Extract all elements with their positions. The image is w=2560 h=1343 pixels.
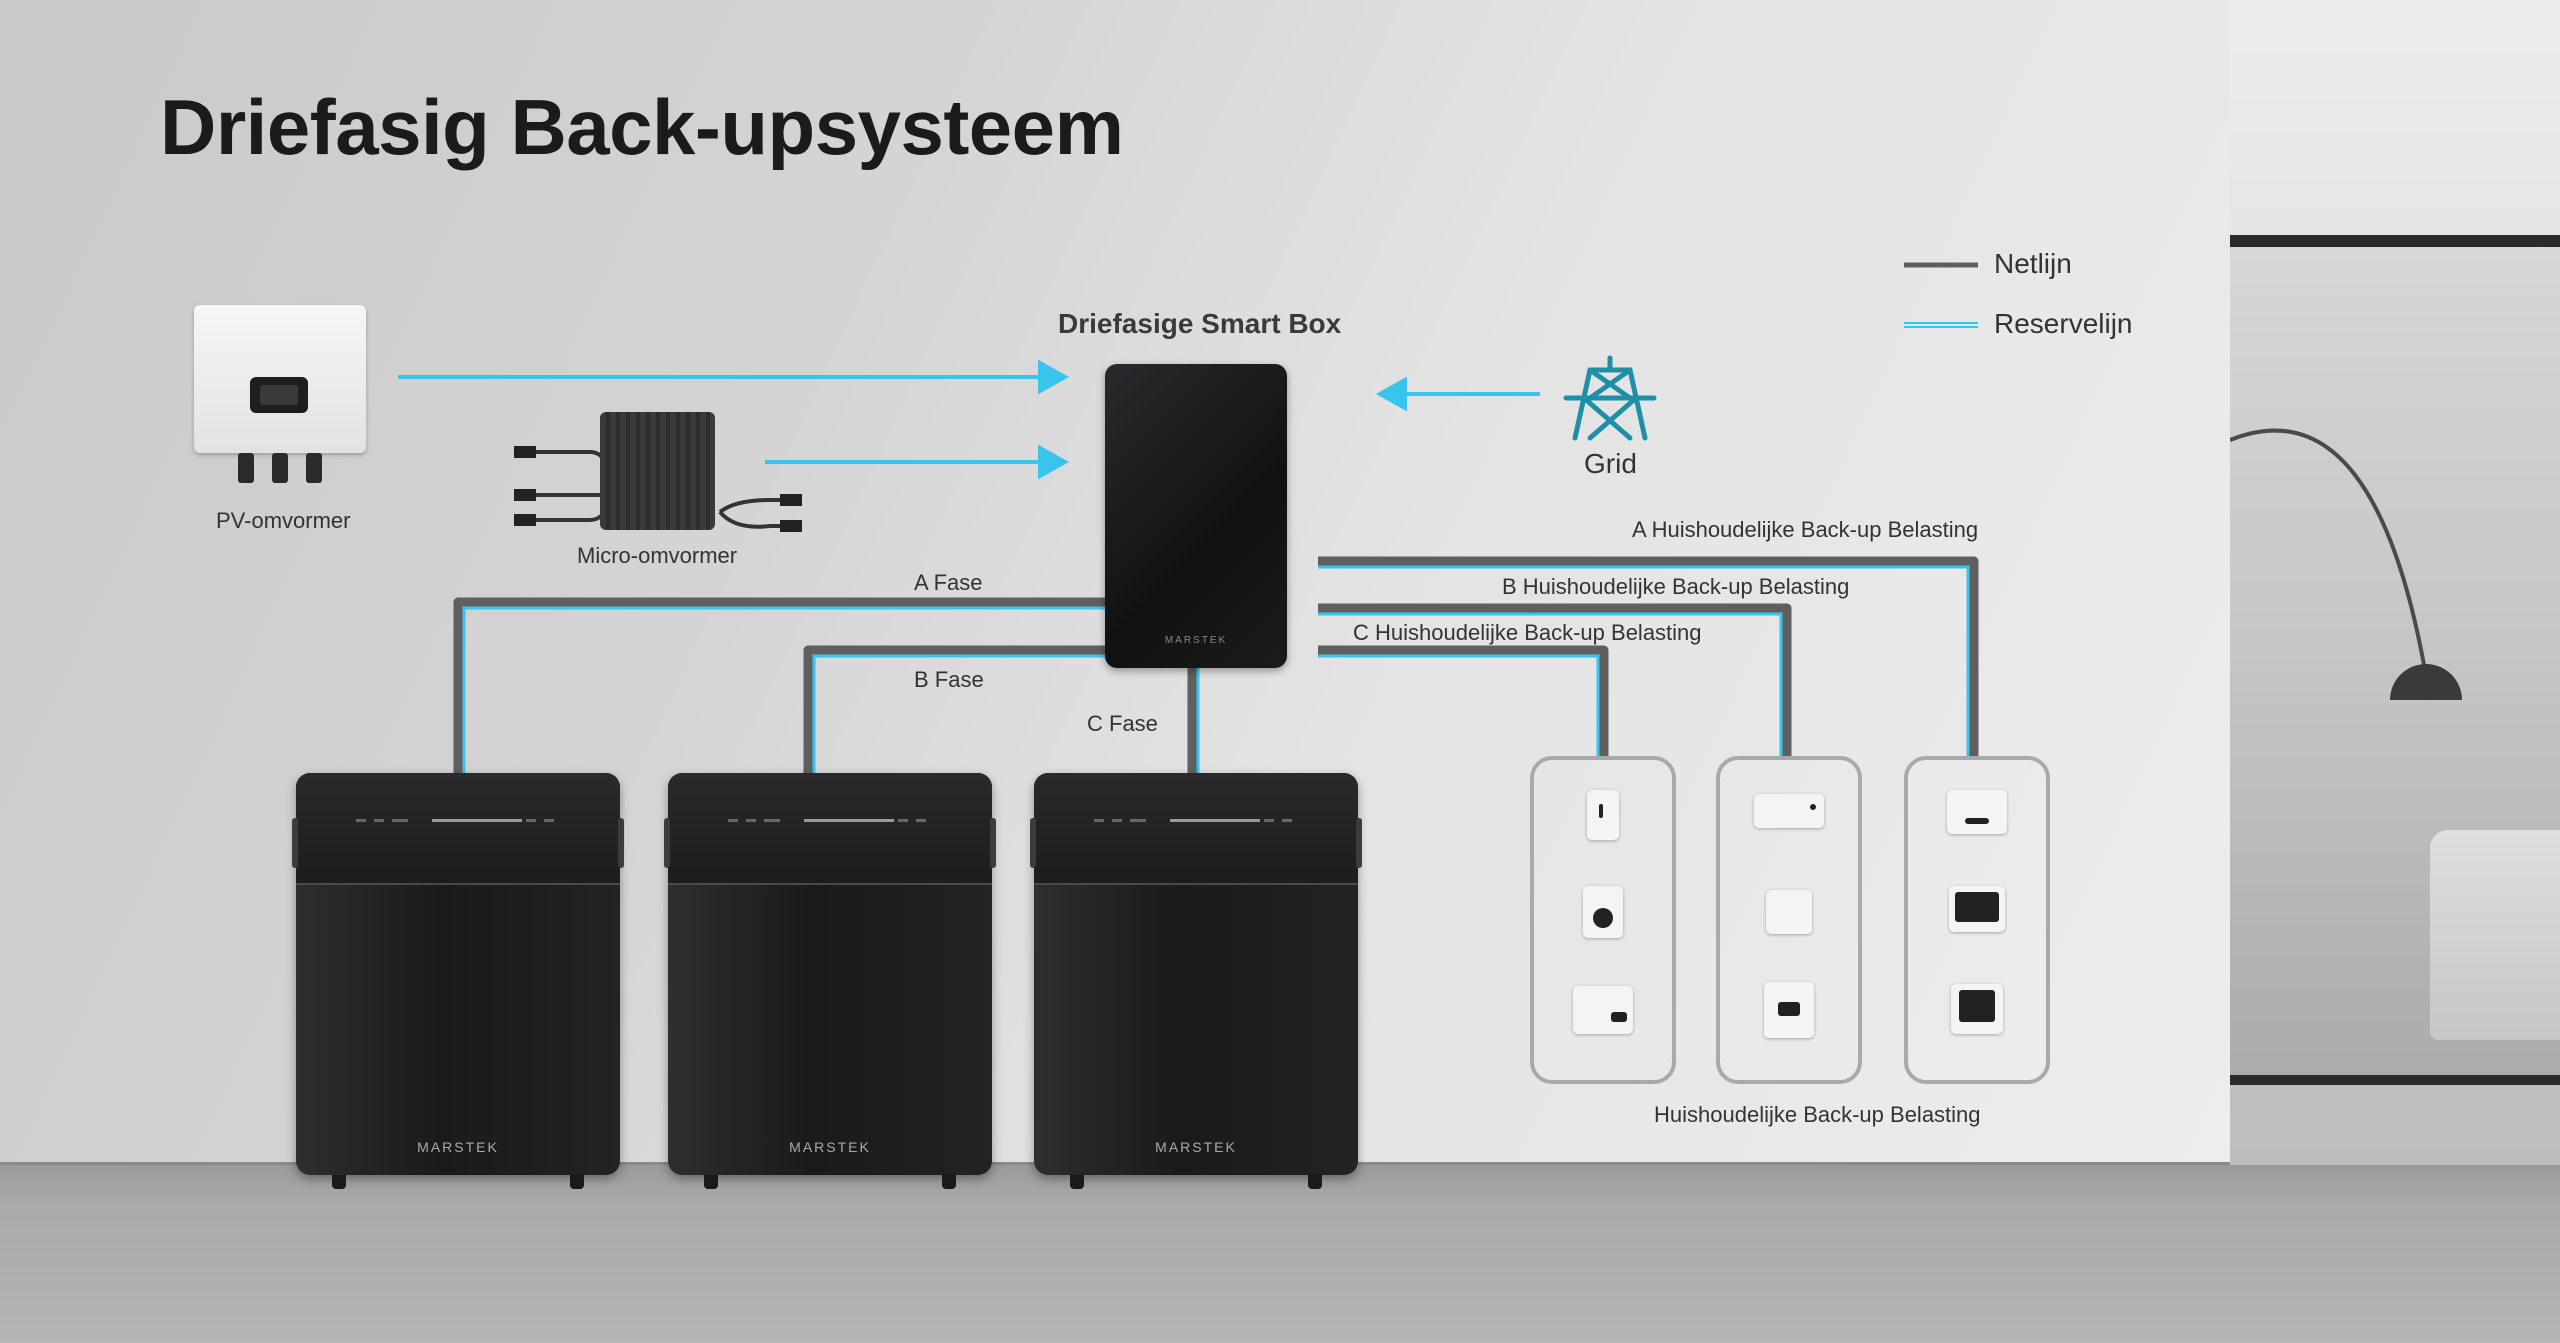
- window-frame-bottom: [2230, 1075, 2560, 1085]
- micro-inverter: [600, 412, 715, 530]
- router-icon: [1766, 890, 1812, 934]
- floor-lamp-icon: [2230, 428, 2462, 701]
- battery-foot: [1308, 1175, 1322, 1189]
- pv-inverter-label: PV-omvormer: [216, 508, 351, 533]
- load-a-label: A Huishoudelijke Back-up Belasting: [1632, 517, 1979, 542]
- battery-foot: [332, 1175, 346, 1189]
- grid-arrow-head: [1375, 376, 1407, 412]
- battery-indicator-strip: [728, 819, 932, 825]
- battery-control-panel: [296, 773, 620, 885]
- battery-brand: MARSTEK: [789, 1139, 871, 1155]
- battery-handle: [664, 818, 670, 868]
- battery-control-panel: [1034, 773, 1358, 885]
- load-panel-c: [1530, 756, 1676, 1084]
- battery-foot: [1070, 1175, 1084, 1189]
- battery-handle: [292, 818, 298, 868]
- window-frame-top: [2230, 235, 2560, 247]
- phase-b-backup-line: [812, 654, 1105, 773]
- smart-box-brand: MARSTEK: [1164, 635, 1228, 646]
- battery-foot: [570, 1175, 584, 1189]
- load-b-grid-line: [1318, 603, 1792, 756]
- grid-label: Grid: [1584, 448, 1637, 479]
- load-a-grid-line: [1318, 556, 1979, 756]
- battery-unit-c: MARSTEK: [1030, 773, 1362, 1189]
- floor: [0, 1165, 2560, 1343]
- microwave-icon: [1764, 982, 1814, 1038]
- phase-c-label: C Fase: [1087, 711, 1158, 736]
- load-b-backup-line: [1318, 612, 1783, 756]
- coffee-machine-icon: [1583, 886, 1623, 938]
- legend-backup-label: Reservelijn: [1994, 308, 2133, 339]
- phase-b-grid-line: [803, 645, 1105, 773]
- load-a-backup-line: [1318, 565, 1970, 756]
- pv-arrow-head: [1038, 359, 1070, 395]
- micro-inverter-label: Micro-omvormer: [577, 543, 738, 568]
- fridge-icon: [1587, 790, 1619, 840]
- battery-brand: MARSTEK: [1155, 1139, 1237, 1155]
- battery-handle: [1356, 818, 1362, 868]
- pv-connector: [238, 453, 254, 483]
- grid-tower-icon: [1563, 355, 1657, 441]
- tv-icon: [1949, 886, 2005, 932]
- load-c-label: C Huishoudelijke Back-up Belasting: [1353, 620, 1702, 645]
- battery-unit-a: MARSTEK: [292, 773, 624, 1189]
- page-title: Driefasig Back-upsysteem: [160, 83, 1124, 171]
- battery-handle: [1030, 818, 1036, 868]
- load-b-label: B Huishoudelijke Back-up Belasting: [1502, 574, 1850, 599]
- legend-grid-label: Netlijn: [1994, 248, 2072, 279]
- smart-box-label: Driefasige Smart Box: [1058, 308, 1342, 339]
- battery-indicator-strip: [356, 819, 560, 825]
- battery-foot: [942, 1175, 956, 1189]
- micro-inverter-cables: [514, 446, 802, 532]
- phase-a-grid-line: [453, 597, 1105, 773]
- sofa: [2430, 830, 2560, 1040]
- loads-caption: Huishoudelijke Back-up Belasting: [1654, 1102, 1981, 1127]
- micro-arrow-head: [1038, 444, 1070, 480]
- monitor-icon: [1951, 984, 2003, 1034]
- load-c-grid-line: [1318, 645, 1609, 756]
- battery-foot: [704, 1175, 718, 1189]
- phase-a-backup-line: [462, 606, 1105, 773]
- battery-brand: MARSTEK: [417, 1139, 499, 1155]
- phase-b-label: B Fase: [914, 667, 984, 692]
- pv-inverter-display: [250, 377, 308, 413]
- smart-box: MARSTEK: [1105, 364, 1287, 668]
- printer-icon: [1947, 790, 2007, 834]
- battery-unit-b: MARSTEK: [664, 773, 996, 1189]
- battery-control-panel: [668, 773, 992, 885]
- pv-inverter: [194, 305, 366, 483]
- load-panel-b: [1716, 756, 1862, 1084]
- pv-connector: [306, 453, 322, 483]
- battery-indicator-strip: [1094, 819, 1298, 825]
- load-c-backup-line: [1318, 654, 1600, 756]
- battery-handle: [618, 818, 624, 868]
- load-panel-a: [1904, 756, 2050, 1084]
- air-conditioner-icon: [1754, 794, 1824, 828]
- pv-connector: [272, 453, 288, 483]
- battery-handle: [990, 818, 996, 868]
- oven-icon: [1573, 986, 1633, 1034]
- phase-a-label: A Fase: [914, 570, 983, 595]
